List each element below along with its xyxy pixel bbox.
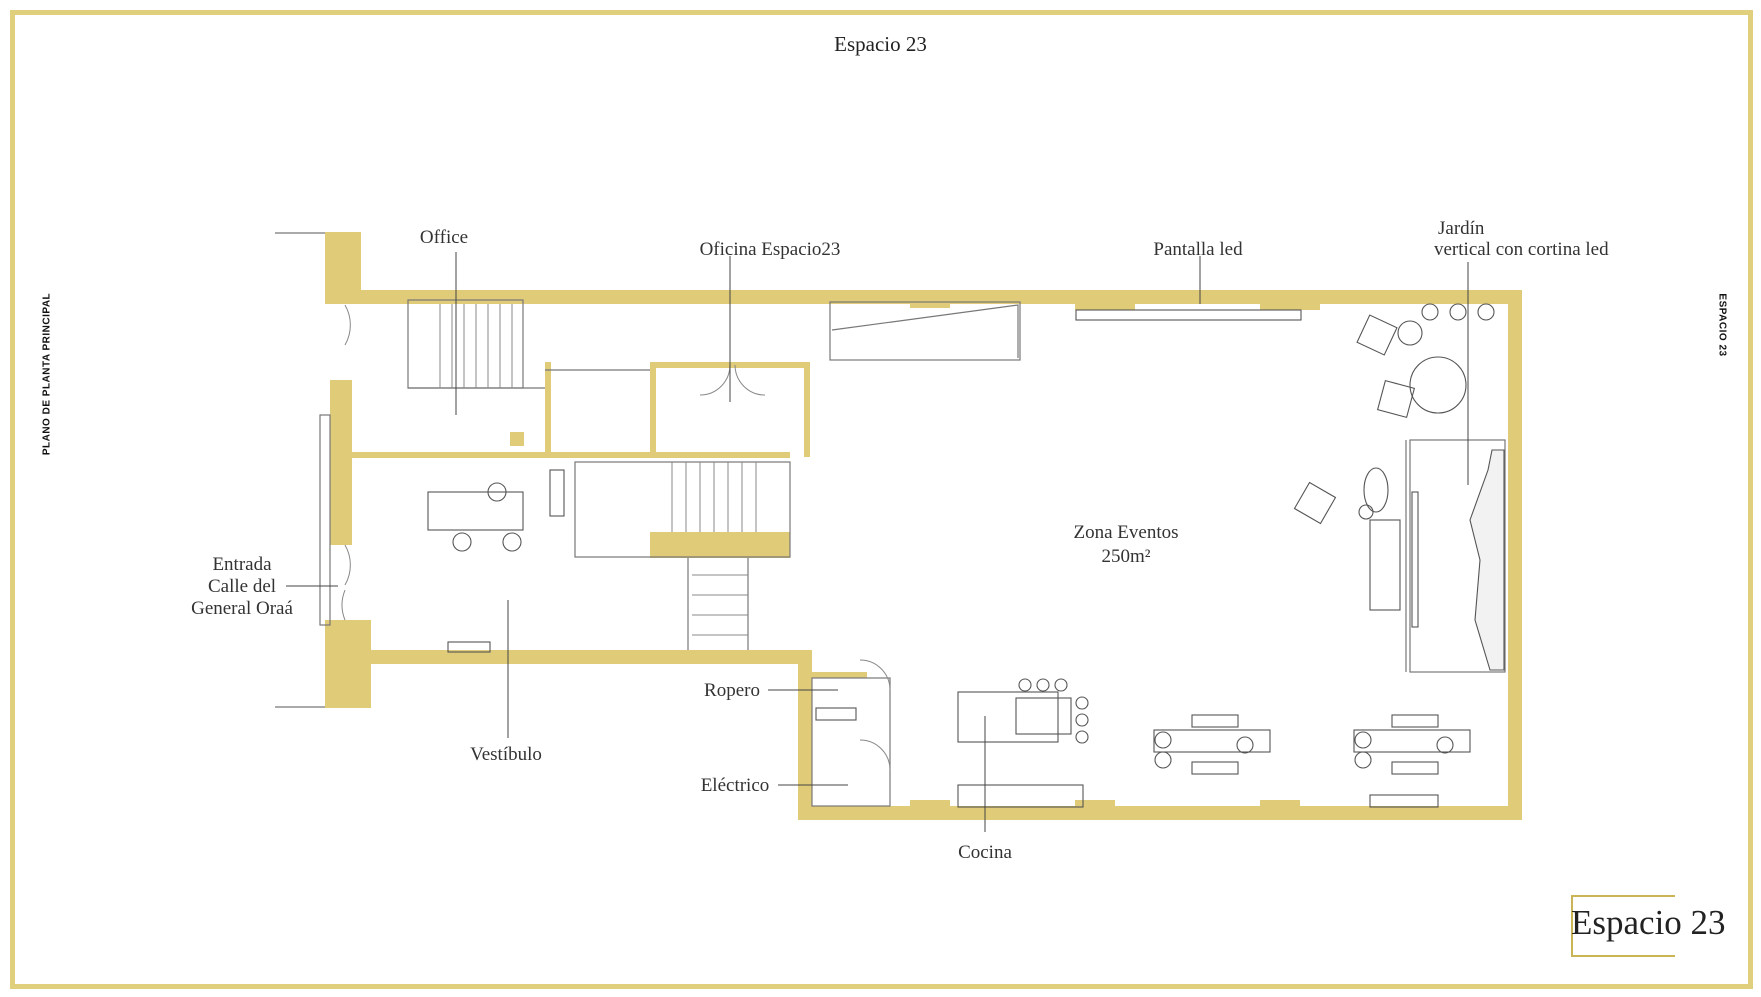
label-zona-2: 250m² — [1102, 546, 1151, 567]
page-frame — [10, 10, 1753, 989]
label-oficina: Oficina Espacio23 — [700, 239, 841, 260]
label-zona-1: Zona Eventos — [1073, 522, 1178, 543]
logo-bar-bottom — [1571, 955, 1675, 957]
plan-labels: Office Oficina Espacio23 Pantalla led Ja… — [191, 218, 1609, 863]
logo-bar-top — [1571, 895, 1675, 897]
brand-logo: Espacio 23 — [1571, 895, 1726, 957]
label-office: Office — [420, 227, 468, 248]
sofa — [1369, 519, 1401, 611]
label-jardin-2: vertical con cortina led — [1434, 239, 1609, 260]
logo-bar-left — [1571, 895, 1573, 957]
label-vestibulo: Vestíbulo — [470, 744, 542, 765]
label-jardin-1: Jardín — [1438, 218, 1485, 239]
walls — [325, 232, 1522, 820]
logo-text: Espacio 23 — [1571, 903, 1726, 942]
kitchen-island — [957, 691, 1059, 743]
interior-lines — [275, 232, 1506, 807]
label-pantalla: Pantalla led — [1153, 239, 1243, 260]
label-entrada-1: Entrada — [212, 554, 272, 575]
stairs — [439, 304, 757, 636]
pointer-lines — [286, 252, 1469, 832]
led-screen — [1075, 309, 1302, 321]
round-table — [1409, 356, 1467, 414]
dining-table — [1153, 729, 1271, 753]
page-title: Espacio 23 — [834, 32, 927, 56]
vertical-garden — [1469, 449, 1505, 671]
dining-table-2 — [1353, 729, 1471, 753]
label-electrico: Eléctrico — [701, 775, 770, 796]
label-cocina: Cocina — [958, 842, 1012, 863]
table — [427, 491, 524, 531]
label-entrada-2: Calle del — [208, 576, 276, 597]
label-entrada-3: General Oraá — [191, 598, 293, 619]
furniture — [427, 303, 1505, 808]
label-ropero: Ropero — [704, 680, 760, 701]
